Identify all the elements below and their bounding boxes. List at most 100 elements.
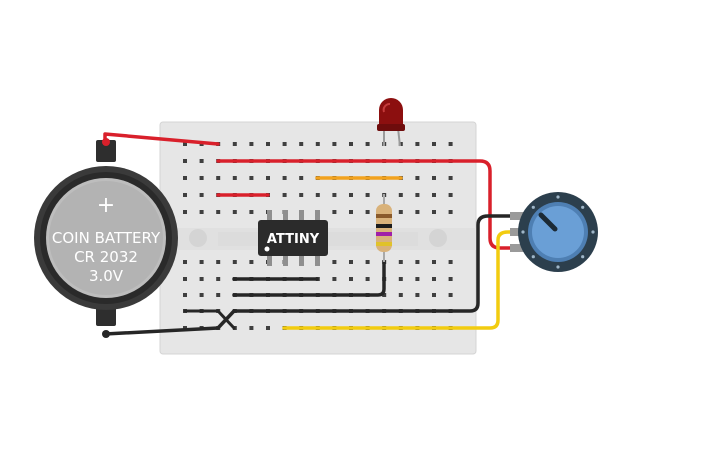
breadboard-hole[interactable] <box>415 193 420 197</box>
breadboard-hole[interactable] <box>365 210 370 214</box>
red-wire-battery-plus[interactable] <box>103 132 220 146</box>
chip-label: ATTINY <box>267 232 320 247</box>
black-wire-battery-minus[interactable] <box>103 309 236 336</box>
breadboard-hole[interactable] <box>332 260 337 264</box>
breadboard-hole[interactable] <box>398 193 403 197</box>
breadboard-hole[interactable] <box>183 210 187 214</box>
breadboard-hole[interactable] <box>199 210 204 214</box>
breadboard-hole[interactable] <box>183 193 187 197</box>
breadboard-hole[interactable] <box>199 159 204 163</box>
breadboard-hole[interactable] <box>199 293 204 297</box>
breadboard-hole[interactable] <box>415 176 420 180</box>
breadboard-hole[interactable] <box>448 260 453 264</box>
breadboard-hole[interactable] <box>249 326 254 330</box>
breadboard-hole[interactable] <box>183 260 187 264</box>
breadboard-hole[interactable] <box>232 142 237 146</box>
breadboard-hole[interactable] <box>415 260 420 264</box>
breadboard-hole[interactable] <box>249 142 254 146</box>
breadboard-hole[interactable] <box>365 260 370 264</box>
breadboard-hole[interactable] <box>199 193 204 197</box>
breadboard-hole[interactable] <box>282 176 287 180</box>
breadboard-hole[interactable] <box>448 277 453 281</box>
breadboard-hole[interactable] <box>332 193 337 197</box>
breadboard-hole[interactable] <box>398 277 403 281</box>
wires <box>103 132 522 336</box>
breadboard-hole[interactable] <box>199 260 204 264</box>
breadboard-hole[interactable] <box>216 210 221 214</box>
breadboard-hole[interactable] <box>199 277 204 281</box>
breadboard-hole[interactable] <box>249 210 254 214</box>
breadboard-hole[interactable] <box>398 260 403 264</box>
breadboard-hole[interactable] <box>183 293 187 297</box>
breadboard-hole[interactable] <box>448 293 453 297</box>
breadboard-hole[interactable] <box>349 142 353 146</box>
breadboard-hole[interactable] <box>432 293 436 297</box>
breadboard-hole[interactable] <box>216 293 221 297</box>
black-wire-diagonal[interactable] <box>183 309 236 330</box>
breadboard-hole[interactable] <box>415 142 420 146</box>
breadboard-hole[interactable] <box>398 293 403 297</box>
breadboard-hole[interactable] <box>365 193 370 197</box>
breadboard-hole[interactable] <box>432 210 436 214</box>
breadboard-hole[interactable] <box>183 159 187 163</box>
breadboard-hole[interactable] <box>432 142 436 146</box>
breadboard-hole[interactable] <box>299 176 304 180</box>
breadboard-hole[interactable] <box>432 193 436 197</box>
breadboard-hole[interactable] <box>232 260 237 264</box>
attiny-chip[interactable]: ATTINY <box>258 210 328 266</box>
breadboard-hole[interactable] <box>415 277 420 281</box>
breadboard-hole[interactable] <box>398 210 403 214</box>
breadboard-hole[interactable] <box>216 176 221 180</box>
breadboard-hole[interactable] <box>332 277 337 281</box>
resistor-icon[interactable] <box>376 194 392 262</box>
breadboard-hole[interactable] <box>216 277 221 281</box>
breadboard-hole[interactable] <box>365 277 370 281</box>
breadboard-hole[interactable] <box>282 142 287 146</box>
breadboard-hole[interactable] <box>448 210 453 214</box>
breadboard-hole[interactable] <box>199 176 204 180</box>
red-wire-power-rail[interactable] <box>216 159 522 250</box>
breadboard-hole[interactable] <box>448 176 453 180</box>
breadboard-hole[interactable] <box>232 176 237 180</box>
breadboard-hole[interactable] <box>448 142 453 146</box>
breadboard-hole[interactable] <box>299 142 304 146</box>
breadboard-hole[interactable] <box>365 142 370 146</box>
breadboard-hole[interactable] <box>349 260 353 264</box>
potentiometer-icon[interactable] <box>510 192 598 272</box>
coin-battery-icon[interactable]: + COIN BATTERY CR 2032 3.0V <box>34 138 178 338</box>
breadboard-hole[interactable] <box>266 142 270 146</box>
breadboard-hole[interactable] <box>266 176 270 180</box>
breadboard-hole[interactable] <box>415 210 420 214</box>
breadboard-hole[interactable] <box>432 260 436 264</box>
breadboard-hole[interactable] <box>332 142 337 146</box>
breadboard-hole[interactable] <box>398 142 403 146</box>
breadboard-hole[interactable] <box>415 293 420 297</box>
breadboard-hole[interactable] <box>448 193 453 197</box>
breadboard-hole[interactable] <box>315 193 320 197</box>
breadboard-hole[interactable] <box>249 176 254 180</box>
breadboard-hole[interactable] <box>216 260 221 264</box>
mount-hole <box>189 229 207 247</box>
breadboard-hole[interactable] <box>432 277 436 281</box>
breadboard-hole[interactable] <box>382 293 387 297</box>
breadboard-hole[interactable] <box>183 142 187 146</box>
led-icon[interactable] <box>377 98 405 147</box>
breadboard-hole[interactable] <box>282 193 287 197</box>
breadboard-hole[interactable] <box>349 277 353 281</box>
breadboard-hole[interactable] <box>349 210 353 214</box>
breadboard-hole[interactable] <box>299 193 304 197</box>
breadboard-hole[interactable] <box>432 176 436 180</box>
breadboard-hole[interactable] <box>232 210 237 214</box>
breadboard-hole[interactable] <box>183 277 187 281</box>
battery-label-line2: CR 2032 <box>74 248 138 266</box>
breadboard-hole[interactable] <box>249 260 254 264</box>
yellow-wire[interactable] <box>282 230 522 330</box>
breadboard-hole[interactable] <box>332 210 337 214</box>
breadboard-hole[interactable] <box>183 176 187 180</box>
breadboard-hole[interactable] <box>266 326 270 330</box>
black-wire-pot-ground[interactable] <box>232 214 522 313</box>
breadboard-hole[interactable] <box>315 142 320 146</box>
black-wire-resistor[interactable] <box>232 260 386 297</box>
battery-label-line3: 3.0V <box>89 267 124 285</box>
breadboard-hole[interactable] <box>349 193 353 197</box>
